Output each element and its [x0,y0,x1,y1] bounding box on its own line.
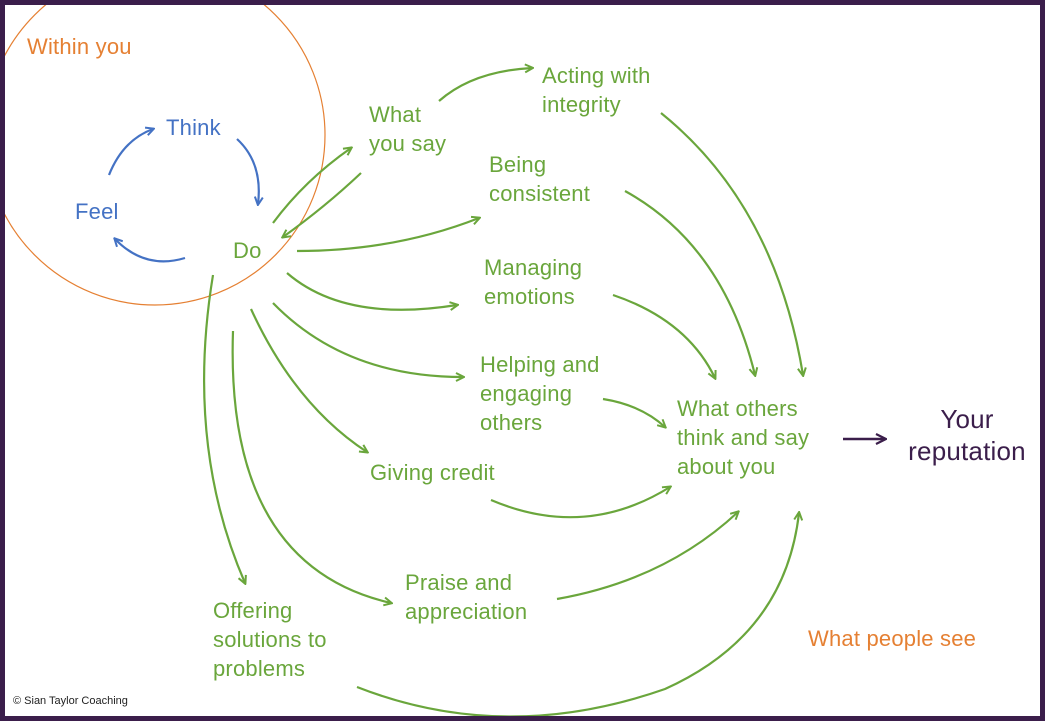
connector-layer [5,5,1045,716]
feel-label: Feel [75,199,119,224]
copyright-text: © Sian Taylor Coaching [13,695,128,707]
giving-credit-label: Giving credit [370,460,495,485]
helping-and-engaging-label: Helping and engaging others [480,352,600,435]
arrow-credit-to-others [490,487,670,519]
arrow-what-you-say-to-do [283,172,362,237]
acting-with-integrity-label: Acting with integrity [542,63,651,117]
arrow-solutions-to-others [356,513,799,716]
arrow-praise-to-others [556,512,738,601]
your-reputation-label: Your reputation [908,404,1026,466]
managing-emotions-label: Managing emotions [484,255,583,309]
arrow-do-to-emotions [286,272,457,310]
think-label: Think [166,115,221,140]
within-you-label: Within you [27,34,132,59]
arrow-do-to-solutions [203,274,245,583]
being-consistent-label: Being consistent [489,152,591,206]
arrow-do-to-what-you-say [272,148,351,224]
within-you-circle [5,5,326,306]
arrow-think-to-do [236,138,259,204]
arrow-do-to-feel [115,239,186,263]
arrow-helping-to-others [602,397,665,427]
what-people-see-label: What people see [808,626,977,651]
praise-and-appreciation-label: Praise and appreciation [405,570,528,624]
arrow-do-to-praise [231,330,391,603]
arrow-consistent-to-others [624,190,755,375]
offering-solutions-label: Offering solutions to problems [213,598,327,681]
arrow-say-to-integrity [438,68,532,102]
what-others-think-label: What others think and say about you [677,396,810,479]
arrow-do-to-consistent [296,218,479,253]
arrow-integrity-to-others [660,112,803,375]
what-you-say-label: What you say [369,102,447,156]
arrow-emotions-to-others [612,293,715,378]
arrow-feel-to-think [107,129,153,176]
arrow-do-to-credit [250,308,367,452]
arrow-do-to-helping [272,302,463,377]
do-label: Do [233,238,262,263]
